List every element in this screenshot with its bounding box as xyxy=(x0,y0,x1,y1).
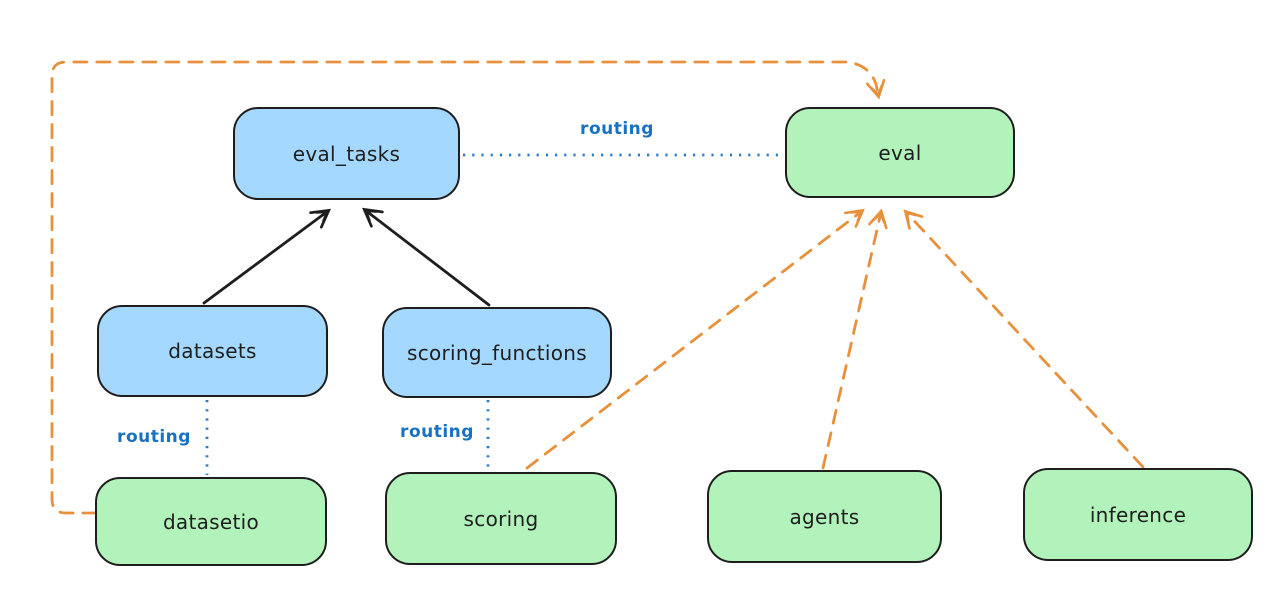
node-scoring-label: scoring xyxy=(463,506,539,531)
node-datasetio-label: datasetio xyxy=(162,509,260,534)
node-agents-label: agents xyxy=(789,504,860,529)
node-scoring-functions-label: scoring_functions xyxy=(406,340,588,365)
edge-label-routing-top: routing xyxy=(580,119,654,139)
node-datasets: datasets xyxy=(97,305,328,397)
edge-agents-to-eval xyxy=(821,208,888,470)
node-eval-label: eval xyxy=(878,140,922,165)
edge-inference-to-eval xyxy=(903,209,1145,469)
node-scoring: scoring xyxy=(385,472,617,565)
node-eval-tasks-label: eval_tasks xyxy=(292,141,401,166)
node-eval: eval xyxy=(785,107,1015,198)
edge-label-routing-scoring: routing xyxy=(400,422,474,442)
edge-label-routing-datasets: routing xyxy=(117,427,191,447)
node-inference: inference xyxy=(1023,468,1253,561)
edge-datasetio-to-eval xyxy=(50,60,886,515)
node-scoring-functions: scoring_functions xyxy=(382,307,612,398)
edge-scoring-functions-to-eval-tasks xyxy=(362,207,491,307)
node-agents: agents xyxy=(707,470,942,563)
node-inference-label: inference xyxy=(1089,502,1187,527)
edge-datasets-to-eval-tasks xyxy=(202,208,332,305)
edge-scoring-to-eval xyxy=(525,208,865,470)
node-datasetio: datasetio xyxy=(95,477,327,566)
node-eval-tasks: eval_tasks xyxy=(233,107,460,200)
node-datasets-label: datasets xyxy=(168,339,257,363)
